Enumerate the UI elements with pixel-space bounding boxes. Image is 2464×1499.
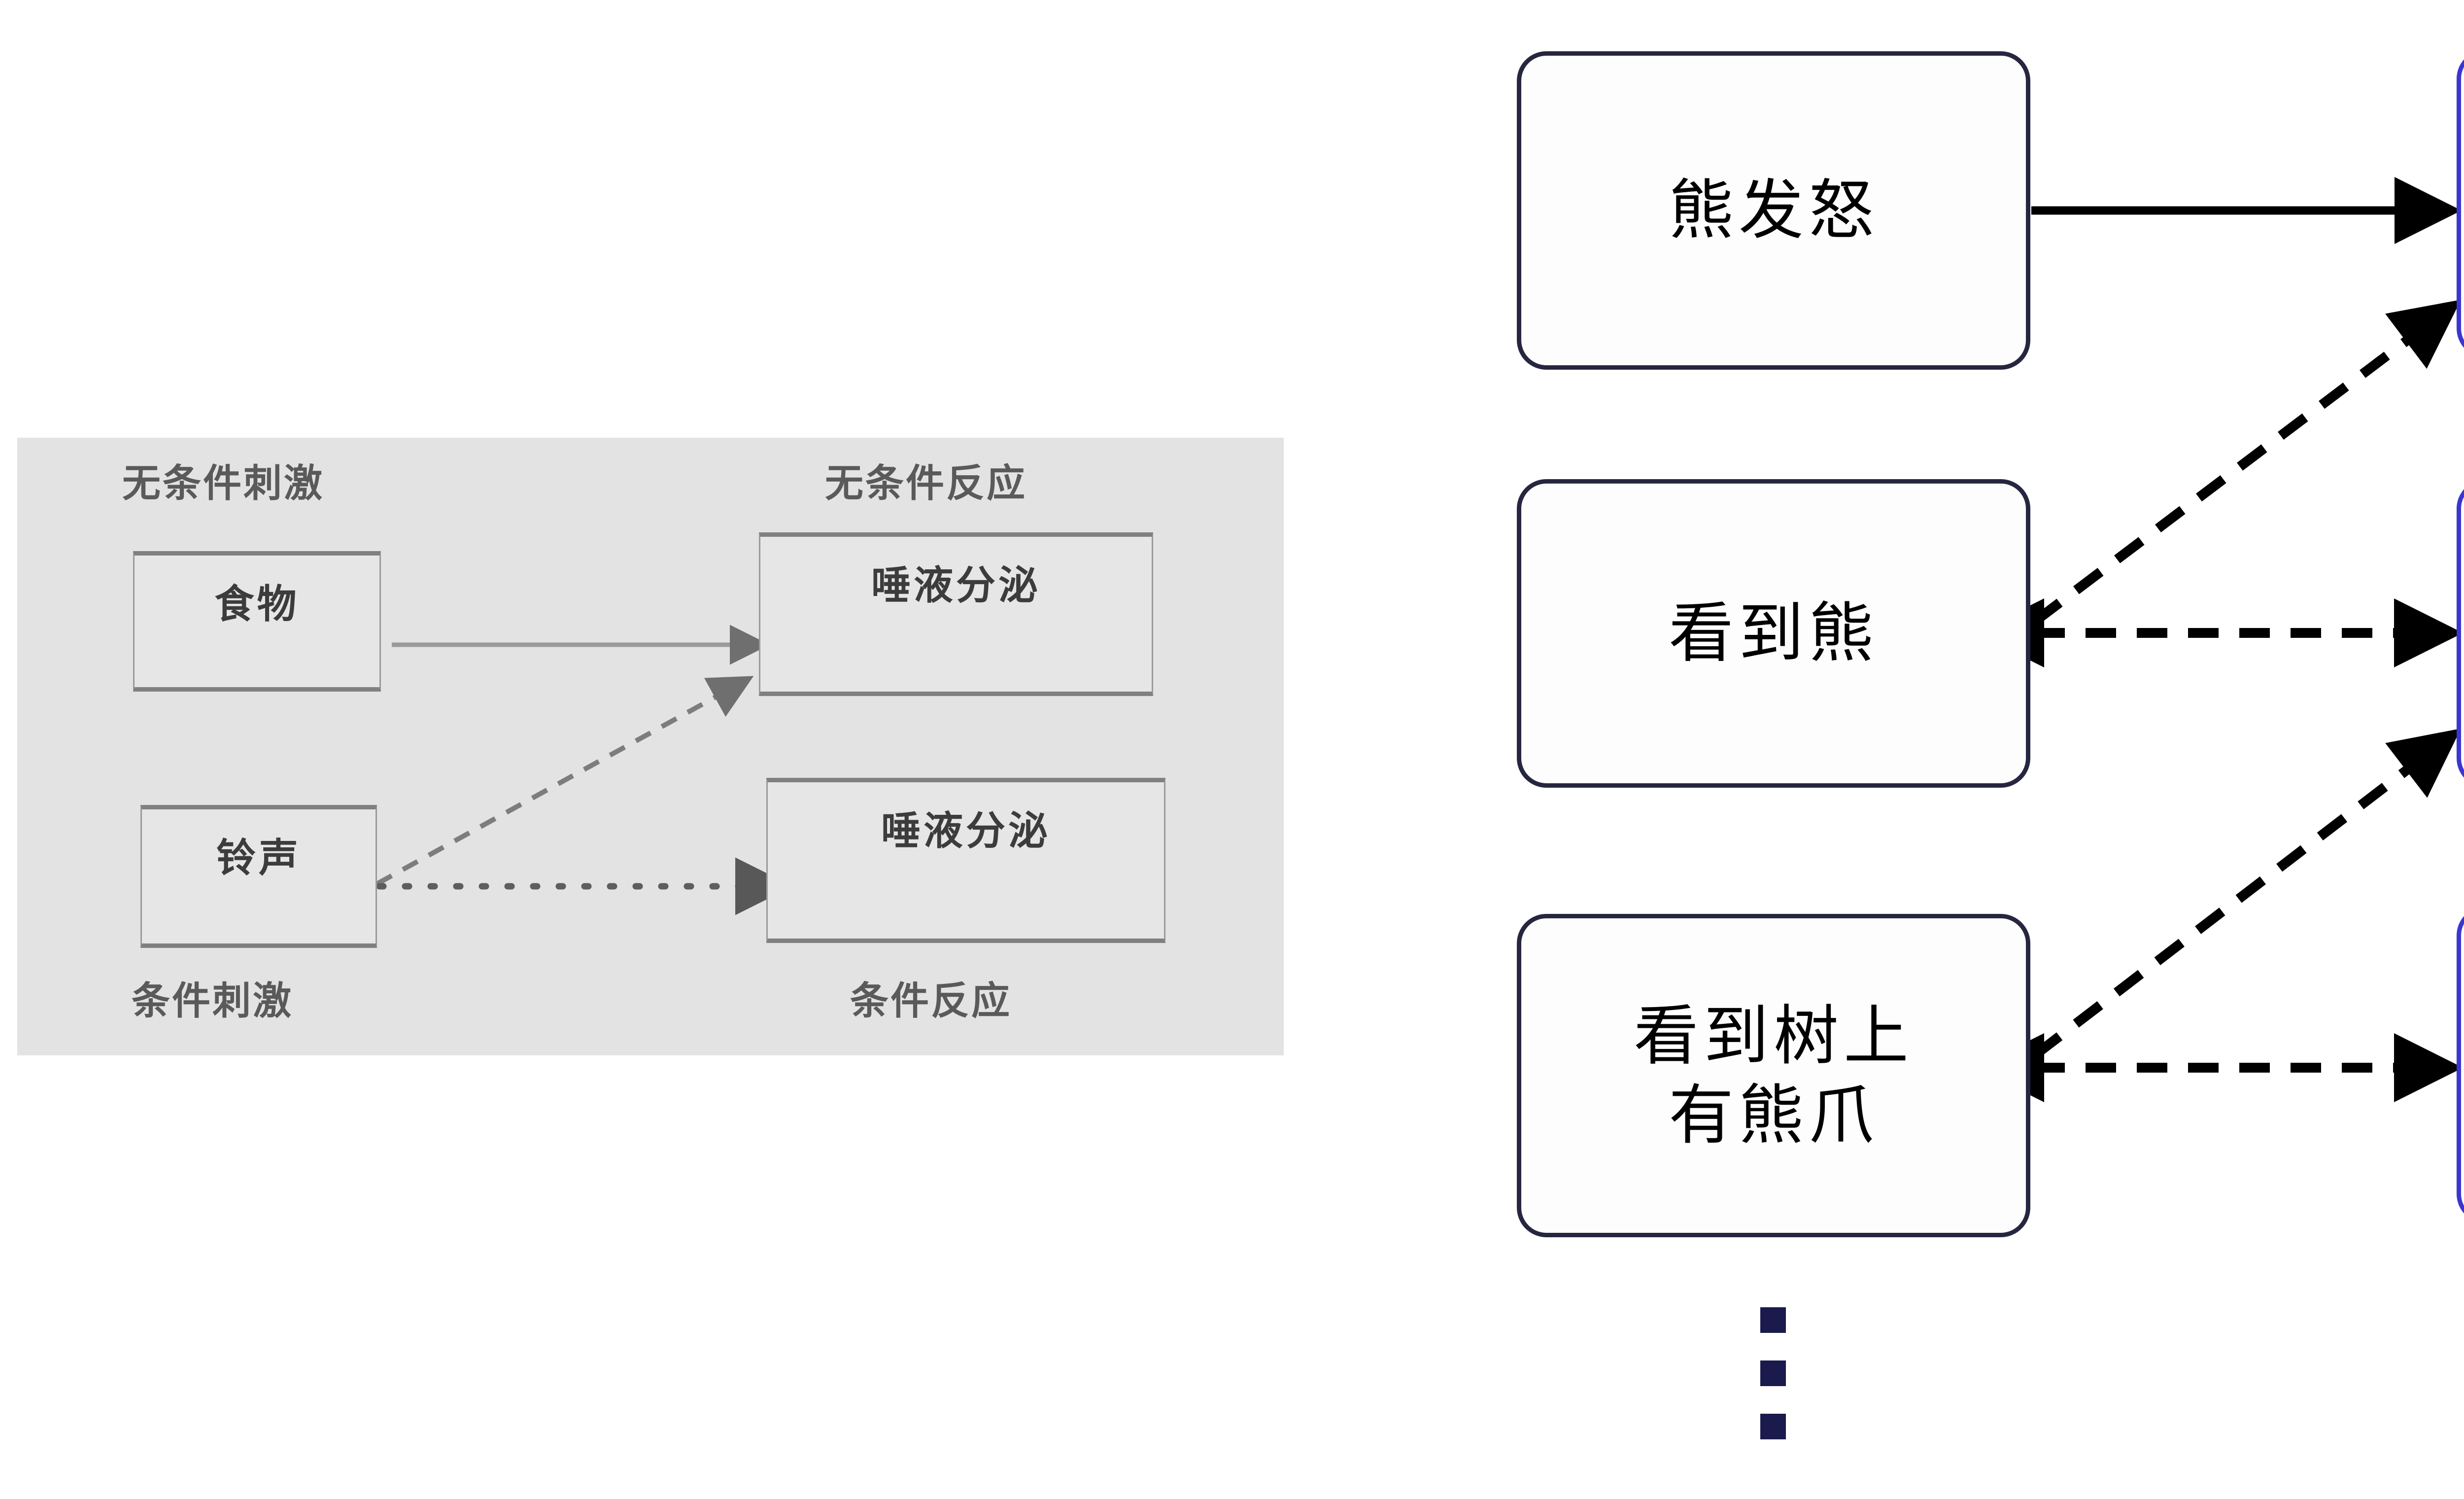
cc-box-food: 食物 (133, 551, 381, 692)
cc-box-bell: 铃声 (140, 805, 377, 948)
label-unconditioned-stimulus: 无条件刺激 (122, 461, 325, 505)
dot-square (1760, 1360, 1786, 1386)
node-see-bear-claw-label: 看到树上 有熊爪 (1634, 999, 1914, 1151)
node-value-s-prime[interactable]: V(s′) (2457, 479, 2464, 788)
dot-square (1760, 1414, 1786, 1439)
label-unconditioned-response: 无条件反应 (825, 461, 1027, 505)
cc-box-salivation-bottom: 唾液分泌 (766, 778, 1165, 943)
cc-box-salivation-bottom-label: 唾液分泌 (881, 809, 1051, 853)
label-conditioned-response: 条件反应 (850, 979, 1012, 1022)
classical-conditioning-panel: 无条件刺激 无条件反应 条件刺激 条件反应 (17, 438, 1284, 1055)
rl-diagram-arrows (1975, 177, 2463, 1102)
classical-conditioning-arrows (376, 625, 793, 915)
continuation-dots-left (1760, 1307, 1786, 1439)
node-see-bear[interactable]: 看到熊 (1517, 479, 2030, 788)
node-see-bear-label: 看到熊 (1669, 597, 1879, 670)
node-value-s[interactable]: V(s) (2457, 906, 2464, 1223)
cc-box-food-label: 食物 (214, 582, 300, 626)
dot-square (1760, 1307, 1786, 1333)
cc-box-bell-label: 铃声 (216, 836, 301, 880)
cc-box-salivation-top: 唾液分泌 (759, 532, 1153, 696)
node-bear-angry[interactable]: 熊发怒 (1517, 51, 2030, 370)
node-bear-angry-label: 熊发怒 (1669, 174, 1879, 247)
cc-box-salivation-top-label: 唾液分泌 (871, 563, 1041, 607)
label-conditioned-stimulus: 条件刺激 (132, 979, 294, 1022)
node-see-bear-claw[interactable]: 看到树上 有熊爪 (1517, 914, 2030, 1237)
node-reward[interactable]: 奖励 (2457, 49, 2464, 358)
